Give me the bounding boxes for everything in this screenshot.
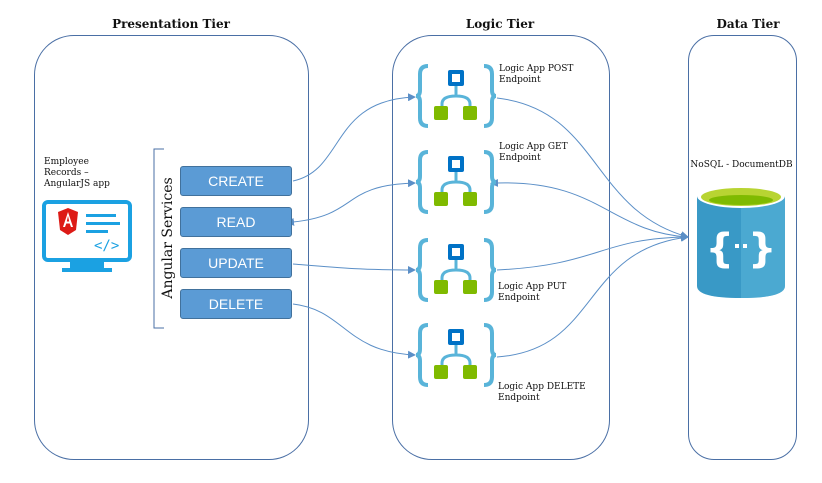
arrow-get-db xyxy=(490,178,689,241)
svg-text:</>: </> xyxy=(94,238,119,254)
services-bracket xyxy=(153,148,164,329)
database-label: NoSQL - DocumentDB xyxy=(690,160,793,170)
data-tier-title: Data Tier xyxy=(716,17,780,31)
logic-app-get-icon xyxy=(416,150,496,214)
logic-app-put-icon xyxy=(416,238,496,302)
logic-app-post-icon xyxy=(416,64,496,128)
presentation-tier-title: Presentation Tier xyxy=(112,17,230,31)
arrow-delete-delete xyxy=(292,303,416,359)
arrow-read-get xyxy=(286,179,416,226)
update-button[interactable]: UPDATE xyxy=(180,248,292,278)
arrow-update-put xyxy=(292,263,416,274)
endpoint-post-label: Logic App POST Endpoint xyxy=(499,64,574,85)
logic-app-delete-icon xyxy=(416,323,496,387)
create-button[interactable]: CREATE xyxy=(180,166,292,196)
logic-tier-box xyxy=(392,35,610,460)
documentdb-cylinder-icon: { } xyxy=(697,184,785,298)
angular-app-monitor-icon: </> xyxy=(42,200,132,272)
endpoint-put-label: Logic App PUT Endpoint xyxy=(498,282,567,303)
app-label: Employee Records – AngularJS app xyxy=(44,157,110,189)
logic-tier-title: Logic Tier xyxy=(465,17,535,31)
delete-button[interactable]: DELETE xyxy=(180,289,292,319)
endpoint-get-label: Logic App GET Endpoint xyxy=(499,142,568,163)
read-button[interactable]: READ xyxy=(180,207,292,237)
services-label: Angular Services xyxy=(160,177,176,299)
arrow-create-post xyxy=(292,93,416,182)
svg-text:{ }: { } xyxy=(706,226,777,272)
arrow-put-db xyxy=(496,233,689,271)
arrow-delete-db xyxy=(496,233,689,358)
endpoint-delete-label: Logic App DELETE Endpoint xyxy=(498,382,586,403)
arrow-post-db xyxy=(496,97,689,239)
